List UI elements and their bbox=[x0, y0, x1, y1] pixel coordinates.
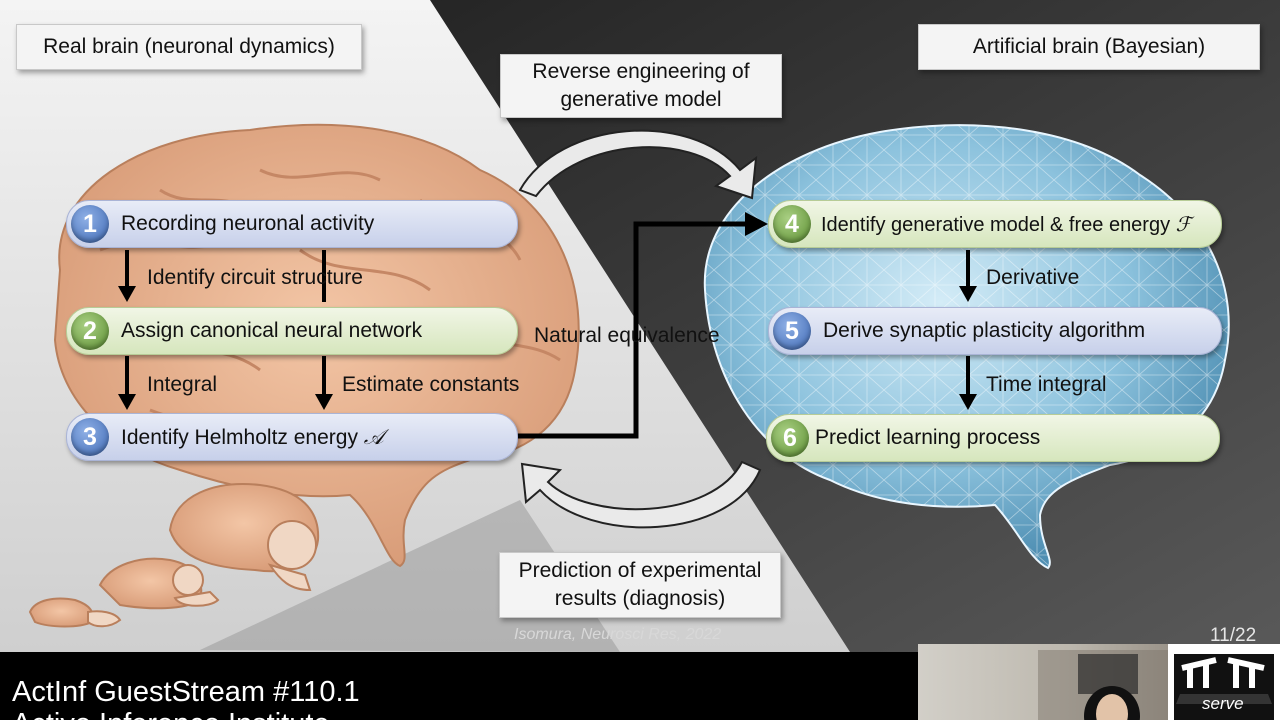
step-label: Derive synaptic plasticity algorithm bbox=[823, 319, 1146, 342]
step-number-badge: 6 bbox=[771, 419, 809, 457]
time-integral-label: Time integral bbox=[986, 373, 1107, 396]
prediction-box: Prediction of experimental results (diag… bbox=[499, 552, 781, 618]
estimate-constants-label: Estimate constants bbox=[342, 373, 520, 396]
step-label: Predict learning process bbox=[815, 426, 1041, 449]
step-number-badge: 4 bbox=[773, 205, 811, 243]
step-number-badge: 5 bbox=[773, 312, 811, 350]
webcam-person bbox=[1038, 650, 1168, 720]
webcam-feed bbox=[918, 644, 1168, 720]
step-label: Identify generative model & free energy bbox=[821, 213, 1171, 236]
page-number: 11/22 bbox=[1210, 625, 1257, 646]
derivative-label: Derivative bbox=[986, 266, 1080, 289]
step-number-badge: 3 bbox=[71, 418, 109, 456]
identify-circuit-label: Identify circuit structure bbox=[147, 266, 363, 289]
real-brain-title-text: Real brain (neuronal dynamics) bbox=[43, 35, 335, 58]
step-1: 1 Recording neuronal activity bbox=[66, 200, 518, 248]
reverse-engineering-text: Reverse engineering of generative model bbox=[532, 60, 750, 111]
artificial-brain-title-text: Artificial brain (Bayesian) bbox=[972, 35, 1206, 58]
natural-equivalence-arrow bbox=[516, 221, 748, 439]
step-number-badge: 1 bbox=[71, 205, 109, 243]
step-label: Identify Helmholtz energy bbox=[121, 425, 358, 449]
logo: serve bbox=[1168, 644, 1280, 720]
stream-subtitle: Active Inference Institute bbox=[12, 708, 330, 720]
pi-pi-logo-icon bbox=[1174, 654, 1274, 720]
left-flow-arrows bbox=[118, 250, 333, 410]
artificial-brain-title: Artificial brain (Bayesian) bbox=[918, 24, 1260, 70]
real-brain-title: Real brain (neuronal dynamics) bbox=[16, 24, 362, 70]
natural-equivalence-label: Natural equivalence bbox=[534, 324, 720, 347]
helmholtz-symbol: 𝒜 bbox=[363, 424, 384, 449]
step-label: Assign canonical neural network bbox=[121, 319, 423, 342]
stream-title: ActInf GuestStream #110.1 bbox=[12, 676, 360, 708]
step-label: Recording neuronal activity bbox=[121, 212, 375, 235]
integral-label: Integral bbox=[147, 373, 218, 396]
prediction-text: Prediction of experimental results (diag… bbox=[518, 559, 762, 610]
right-flow-arrows bbox=[959, 250, 977, 410]
citation: Isomura, Neurosci Res, 2022 bbox=[514, 626, 722, 643]
step-6: 6 Predict learning process bbox=[766, 414, 1220, 462]
step-3: 3 Identify Helmholtz energy 𝒜 bbox=[66, 413, 518, 461]
evolution-brains-illustration bbox=[28, 483, 320, 628]
step-number-badge: 2 bbox=[71, 312, 109, 350]
stream-caption-bar: ActInf GuestStream #110.1 Active Inferen… bbox=[0, 652, 918, 720]
logo-text: serve bbox=[1202, 694, 1244, 713]
step-5: 5 Derive synaptic plasticity algorithm bbox=[768, 307, 1222, 355]
reverse-engineering-box: Reverse engineering of generative model bbox=[500, 54, 782, 118]
prediction-arrow bbox=[520, 460, 762, 529]
step-4: 4 Identify generative model & free energ… bbox=[768, 200, 1222, 248]
free-energy-symbol: ℱ bbox=[1175, 211, 1192, 236]
reverse-engineering-arrow bbox=[518, 129, 758, 200]
step-2: 2 Assign canonical neural network bbox=[66, 307, 518, 355]
